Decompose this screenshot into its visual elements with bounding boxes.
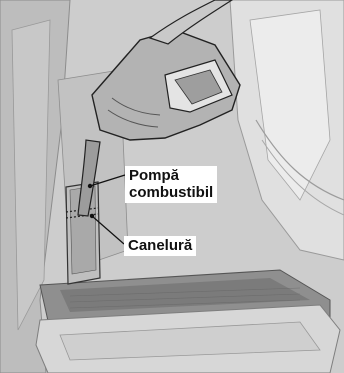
groove-label: Canelură [124, 236, 196, 256]
fuel-pump-label: Pompă combustibil [125, 166, 217, 203]
fuel-pump-label-line2: combustibil [129, 184, 213, 201]
fuel-pump-label-line1: Pompă [129, 167, 213, 184]
